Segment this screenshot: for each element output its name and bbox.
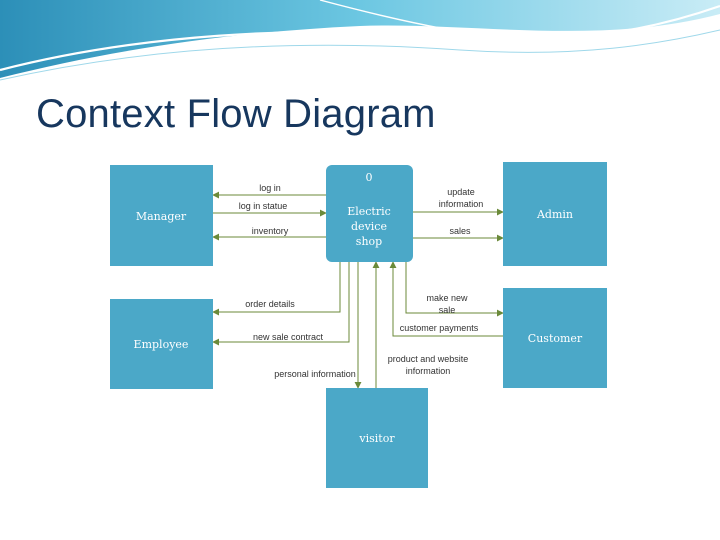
flow-label-order-details: order details — [245, 299, 295, 309]
flow-label-inventory: inventory — [252, 226, 289, 236]
flow-label-update-information-line-2: information — [439, 199, 484, 209]
entity-employee-box — [110, 299, 213, 389]
flow-arrow-customer-payments — [389, 261, 503, 337]
process-name-line-1: Electric — [347, 205, 391, 218]
process-name-line-2: device — [351, 220, 387, 233]
process-number: 0 — [366, 171, 373, 184]
process-name-line-3: shop — [356, 235, 382, 248]
flow-label-make-new-sale-line-1: make new — [426, 293, 468, 303]
entity-employee-label: Employee — [134, 338, 189, 351]
flow-arrow-make-new-sale — [405, 262, 504, 317]
entity-customer-label: Customer — [528, 332, 583, 345]
entity-customer-box — [503, 288, 607, 388]
flow-arrow-order-details — [212, 262, 341, 316]
entity-visitor-label: visitor — [358, 432, 395, 445]
flow-lines — [212, 191, 504, 389]
flow-label-update-information-line-1: update — [447, 187, 475, 197]
flow-label-personal-information: personal information — [274, 369, 356, 379]
flow-label-product-website-info-line-2: information — [406, 366, 451, 376]
flow-label-sales: sales — [449, 226, 471, 236]
entity-admin-label: Admin — [536, 208, 573, 221]
flow-label-customer-payments: customer payments — [400, 323, 479, 333]
flow-label-log-in: log in — [259, 183, 281, 193]
header-banner — [0, 0, 720, 81]
process-box — [326, 165, 413, 262]
entity-manager-box — [110, 165, 213, 266]
flow-label-log-in-statue: log in statue — [239, 201, 288, 211]
flow-label-product-website-info-line-1: product and website — [388, 354, 469, 364]
entity-visitor-box — [326, 388, 428, 488]
entity-admin-box — [503, 162, 607, 266]
entity-manager-label: Manager — [136, 210, 187, 223]
flow-label-new-sale-contract: new sale contract — [253, 332, 324, 342]
flow-label-make-new-sale-line-2: sale — [439, 305, 456, 315]
slide-title: Context Flow Diagram — [36, 92, 436, 136]
flow-arrow-new-sale-contract — [212, 262, 350, 346]
